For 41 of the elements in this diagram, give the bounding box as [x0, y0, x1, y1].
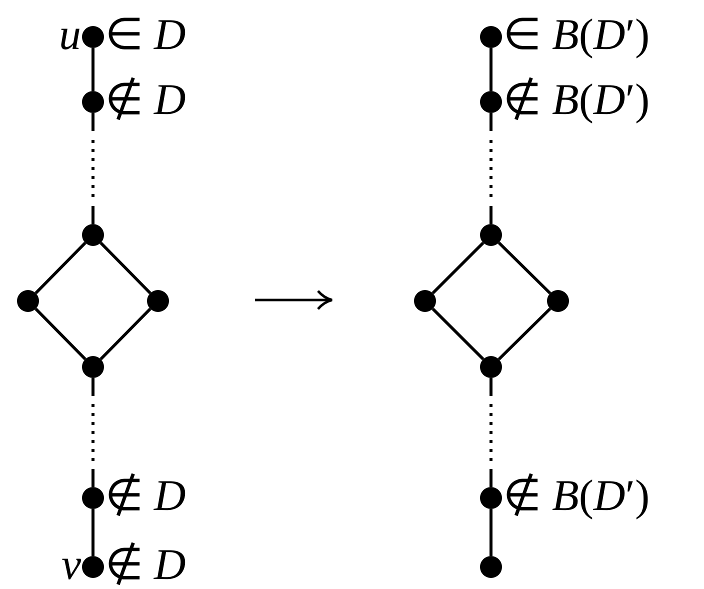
membership-label: ∉ B(D′)	[503, 474, 650, 518]
edge	[100, 308, 152, 360]
membership-label: ∈ D	[105, 13, 186, 57]
vertex-dot	[82, 224, 104, 246]
edge	[92, 509, 94, 556]
membership-label: ∉ D	[105, 474, 186, 518]
edge	[432, 242, 484, 294]
vertex-dot	[480, 91, 502, 113]
vertex-dot	[414, 290, 436, 312]
vertex-dot	[547, 290, 569, 312]
edge	[34, 308, 86, 360]
dotted-edge	[490, 113, 492, 224]
edge	[34, 242, 86, 294]
vertex-dot	[147, 290, 169, 312]
vertex-dot	[82, 356, 104, 378]
vertex-dot	[480, 487, 502, 509]
edge	[432, 308, 484, 360]
dotted-edge	[92, 378, 94, 487]
dotted-edge	[490, 378, 492, 487]
dotted-edge	[92, 113, 94, 224]
edge	[92, 48, 94, 91]
vertex-dot	[480, 224, 502, 246]
membership-label: ∈ B(D′)	[503, 13, 650, 57]
vertex-dot	[82, 91, 104, 113]
membership-label: ∉ D	[105, 543, 186, 587]
edge	[100, 242, 152, 294]
edge	[498, 242, 552, 294]
vertex-dot	[82, 26, 104, 48]
edge	[498, 308, 552, 360]
vertex-dot	[17, 290, 39, 312]
edge	[490, 48, 492, 91]
vertex-dot	[480, 556, 502, 578]
vertex-dot	[480, 356, 502, 378]
membership-label: ∉ D	[105, 78, 186, 122]
vertex-name: v	[61, 543, 81, 587]
vertex-name: u	[59, 13, 81, 57]
vertex-dot	[82, 487, 104, 509]
edge	[490, 509, 492, 556]
membership-label: ∉ B(D′)	[503, 78, 650, 122]
vertex-dot	[82, 556, 104, 578]
vertex-dot	[480, 26, 502, 48]
